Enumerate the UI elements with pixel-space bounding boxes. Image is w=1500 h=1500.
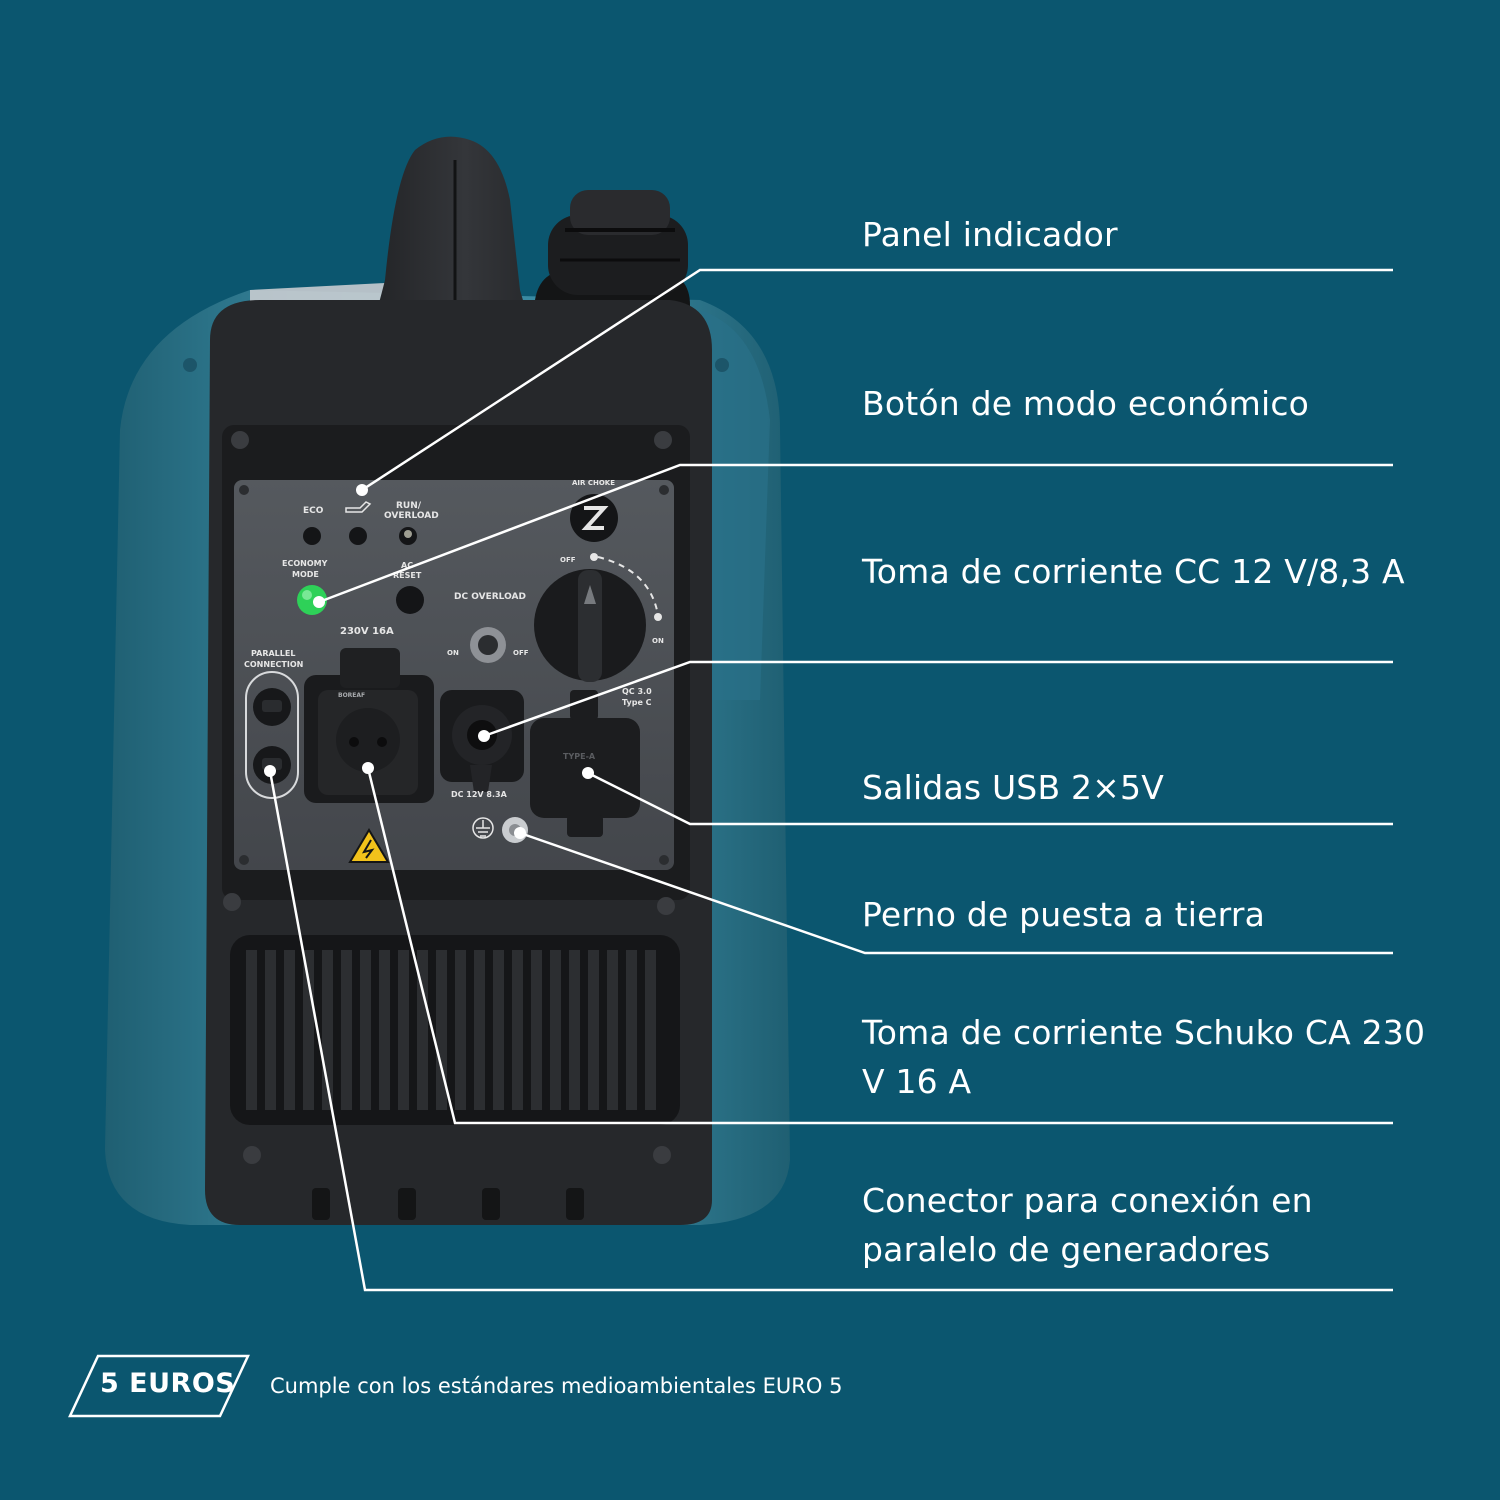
vent-slot — [474, 950, 485, 1110]
air-choke-label: AIR CHOKE — [572, 479, 615, 487]
vent-slot — [265, 950, 276, 1110]
vent-slot — [569, 950, 580, 1110]
vent-slot — [626, 950, 637, 1110]
vent-slot — [588, 950, 599, 1110]
callout-line-dc-socket — [483, 660, 1393, 738]
vent-slot — [284, 950, 295, 1110]
euro5-badge-text: 5 EUROS — [100, 1368, 236, 1399]
label-ground-bolt: Perno de puesta a tierra — [862, 895, 1266, 934]
economy-mode-label-1: ECONOMY — [282, 559, 328, 568]
vent-slot — [645, 950, 656, 1110]
ground-symbol-icon — [472, 817, 494, 839]
vent-slot — [531, 950, 542, 1110]
vent-slot — [341, 950, 352, 1110]
parallel-label-1: PARALLEL — [251, 649, 295, 658]
vent-slot — [379, 950, 390, 1110]
dc-overload-label: DC OVERLOAD — [454, 592, 526, 602]
run-overload-label-2: OVERLOAD — [384, 511, 439, 521]
label-dc-socket: Toma de corriente CC 12 V/8,3 A — [862, 552, 1405, 591]
vent-slot — [436, 950, 447, 1110]
vent-slot — [360, 950, 371, 1110]
label-panel-indicador: Panel indicador — [862, 215, 1118, 254]
vent-slot — [322, 950, 333, 1110]
vent-slot — [398, 950, 409, 1110]
control-panel: ECO RUN/ OVERLOAD ECONOMY MODE AC RESET … — [234, 479, 674, 870]
label-schuko-socket: Toma de corriente Schuko CA 230 V 16 A — [862, 1013, 1426, 1101]
oil-led — [349, 527, 367, 545]
vent-slot — [512, 950, 523, 1110]
choke-on-label: ON — [652, 637, 664, 645]
callout-line-parallel — [268, 770, 1393, 1292]
switch-off-label: OFF — [513, 649, 529, 657]
voltage-rating-label: 230V 16A — [340, 626, 394, 637]
socket-brand-label: BOREAF — [338, 692, 365, 699]
vent-slot — [246, 950, 257, 1110]
vent-grille — [230, 935, 680, 1125]
callout-dots — [264, 484, 594, 839]
vent-slot — [303, 950, 314, 1110]
base-feet — [312, 1188, 584, 1220]
parallel-label-2: CONNECTION — [244, 660, 303, 669]
run-overload-label-1: RUN/ — [396, 501, 422, 511]
callout-line-schuko — [366, 767, 1393, 1125]
usb-cover-label: TYPE-A — [563, 752, 596, 761]
label-parallel-connector: Conector para conexión en paralelo de ge… — [862, 1181, 1313, 1269]
warning-triangle-icon — [348, 828, 390, 863]
vent-slot — [550, 950, 561, 1110]
ac-reset-label-2: RESET — [393, 571, 422, 580]
usb-type-label-2: Type C — [622, 698, 652, 707]
callout-line-usb — [587, 771, 1393, 826]
eco-indicator-label: ECO — [303, 506, 324, 516]
euro5-caption: Cumple con los estándares medioambiental… — [270, 1374, 843, 1398]
dc-rating-label: DC 12V 8.3A — [451, 790, 508, 799]
choke-off-label: OFF — [560, 556, 576, 564]
eco-led — [303, 527, 321, 545]
ac-reset-button[interactable] — [396, 586, 424, 614]
callout-line-ground — [519, 831, 1393, 955]
switch-on-label: ON — [447, 649, 459, 657]
vent-slot — [607, 950, 618, 1110]
oil-warning-icon — [345, 501, 372, 513]
ac-reset-label-1: AC — [401, 561, 413, 570]
schuko-socket[interactable] — [304, 648, 434, 803]
vent-slot — [417, 950, 428, 1110]
vent-slot — [455, 950, 466, 1110]
label-usb-outputs: Salidas USB 2×5V — [862, 768, 1165, 807]
label-eco-button: Botón de modo económico — [862, 384, 1310, 423]
vent-slot — [493, 950, 504, 1110]
callout-lines — [268, 268, 1393, 1292]
callout-line-panel — [361, 268, 1393, 492]
economy-mode-label-2: MODE — [292, 570, 319, 579]
euro5-badge-frame — [68, 1354, 250, 1418]
callout-line-eco-button — [318, 463, 1393, 604]
usb-type-label-1: QC 3.0 — [622, 687, 652, 696]
